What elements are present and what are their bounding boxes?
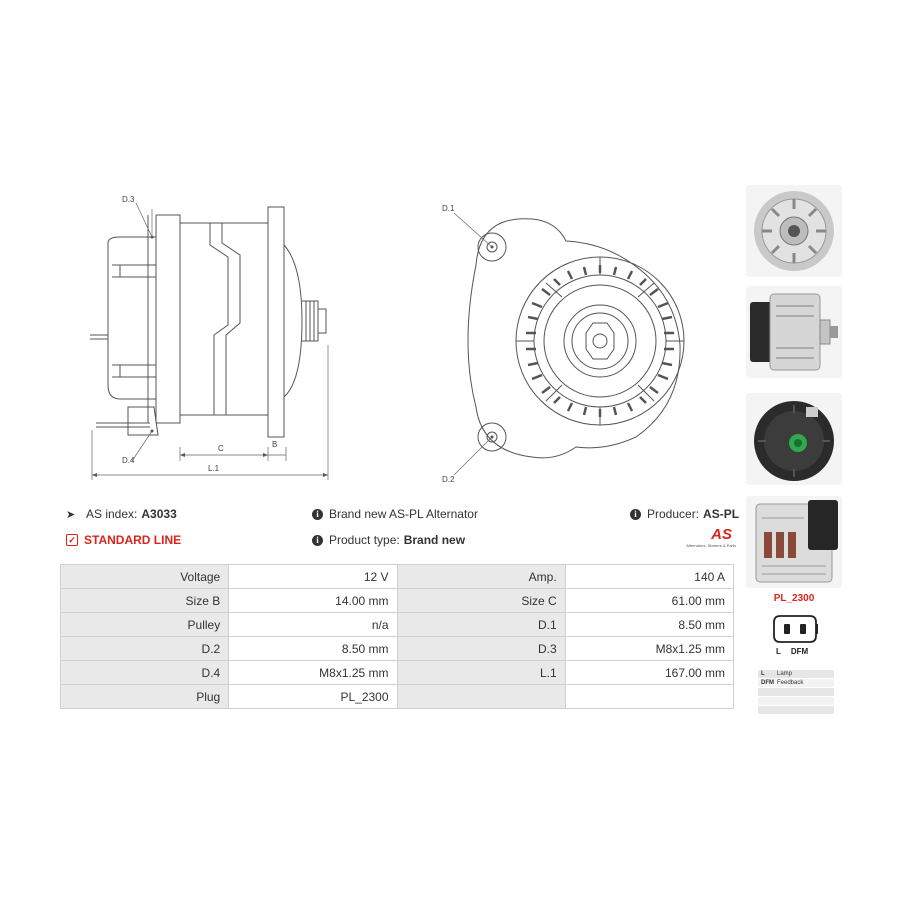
plug-legend-desc — [775, 688, 834, 696]
spec-value: M8x1.25 mm — [228, 660, 398, 685]
product-photo-rear — [746, 393, 842, 485]
info-icon: i — [312, 508, 323, 520]
producer: i Producer: AS-PL — [630, 507, 739, 521]
spec-value: n/a — [228, 612, 398, 637]
producer-value: AS-PL — [703, 507, 740, 521]
plug-legend-desc: Feedback — [777, 680, 804, 686]
spec-key: Size B — [59, 588, 230, 613]
plug-legend-code — [758, 688, 775, 696]
standard-line-label: STANDARD LINE — [84, 533, 182, 547]
as-logo-tagline: Alternators, Starters & Parts — [686, 543, 736, 548]
plug-legend-row — [758, 688, 834, 696]
plug-legend-code: DFM — [761, 680, 774, 686]
spec-key: L.1 — [396, 660, 566, 685]
info-icon: i — [312, 534, 323, 546]
label-d1: D.1 — [442, 204, 455, 213]
pin-dfm-label: DFM — [790, 647, 809, 656]
product-photo-side — [746, 286, 842, 378]
plug-legend-row — [758, 697, 834, 705]
info-icon: i — [630, 508, 641, 520]
side-view-drawing: D.3 D.4 C B L.1 — [90, 195, 329, 480]
spec-value: 8.50 mm — [228, 636, 398, 661]
spec-value: M8x1.25 mm — [564, 636, 735, 661]
spec-key: D.3 — [396, 636, 566, 661]
plug-connector-icon — [773, 615, 818, 643]
spec-key: D.4 — [59, 660, 230, 685]
as-logo: AS Alternators, Starters & Parts — [668, 526, 736, 549]
spec-value — [564, 684, 735, 709]
as-logo-mark: AS — [711, 526, 732, 543]
plug-pins: L DFM — [776, 647, 808, 656]
spec-value: 14.00 mm — [228, 588, 398, 613]
spec-key: Pulley — [59, 612, 230, 637]
label-l1: L.1 — [208, 464, 220, 473]
front-view-drawing: D.1 D.2 — [442, 204, 685, 484]
spec-value: 8.50 mm — [564, 612, 735, 637]
spec-key: Size C — [396, 588, 566, 613]
label-d3: D.3 — [122, 195, 135, 204]
spec-value: PL_2300 — [228, 684, 398, 709]
standard-line: ✓ STANDARD LINE — [66, 533, 181, 547]
plug-legend-code — [758, 697, 775, 705]
spec-key — [396, 684, 566, 709]
product-type-value: Brand new — [403, 533, 466, 547]
tag-icon: ➤ — [66, 508, 76, 521]
spec-value: 167.00 mm — [564, 660, 735, 685]
as-index-label: AS index: — [86, 507, 138, 521]
description: i Brand new AS-PL Alternator — [312, 507, 478, 521]
plug-legend-desc: Lamp — [777, 671, 793, 677]
producer-label: Producer: — [647, 507, 700, 521]
plug-legend-row: L Lamp — [758, 670, 834, 678]
product-photo-front — [746, 185, 842, 277]
label-c: C — [218, 444, 224, 453]
as-index-value: A3033 — [141, 507, 177, 521]
product-type: i Product type: Brand new — [312, 533, 465, 547]
plug-legend-desc — [775, 706, 834, 714]
plug-legend-code: L — [761, 671, 765, 677]
spec-key: Plug — [59, 684, 230, 709]
spec-value: 61.00 mm — [564, 588, 735, 613]
spec-key: D.1 — [396, 612, 566, 637]
spec-key: Amp. — [396, 564, 566, 589]
spec-key: Voltage — [59, 564, 230, 589]
spec-value: 140 A — [564, 564, 735, 589]
description-text: Brand new AS-PL Alternator — [329, 507, 478, 521]
plug-name: PL_2300 — [773, 593, 815, 604]
plug-legend-desc — [775, 697, 834, 705]
label-d2: D.2 — [442, 475, 455, 484]
plug-legend-row — [758, 706, 834, 714]
spec-key: D.2 — [59, 636, 230, 661]
checkbox-icon: ✓ — [66, 534, 78, 546]
spec-value: 12 V — [228, 564, 398, 589]
pin-l-label: L — [776, 647, 781, 656]
product-type-label: Product type: — [329, 533, 400, 547]
plug-legend-code — [758, 706, 775, 714]
product-photo-connector — [746, 496, 842, 588]
label-d4: D.4 — [122, 456, 135, 465]
label-b: B — [272, 440, 277, 449]
as-index: ➤ AS index: A3033 — [66, 507, 177, 521]
